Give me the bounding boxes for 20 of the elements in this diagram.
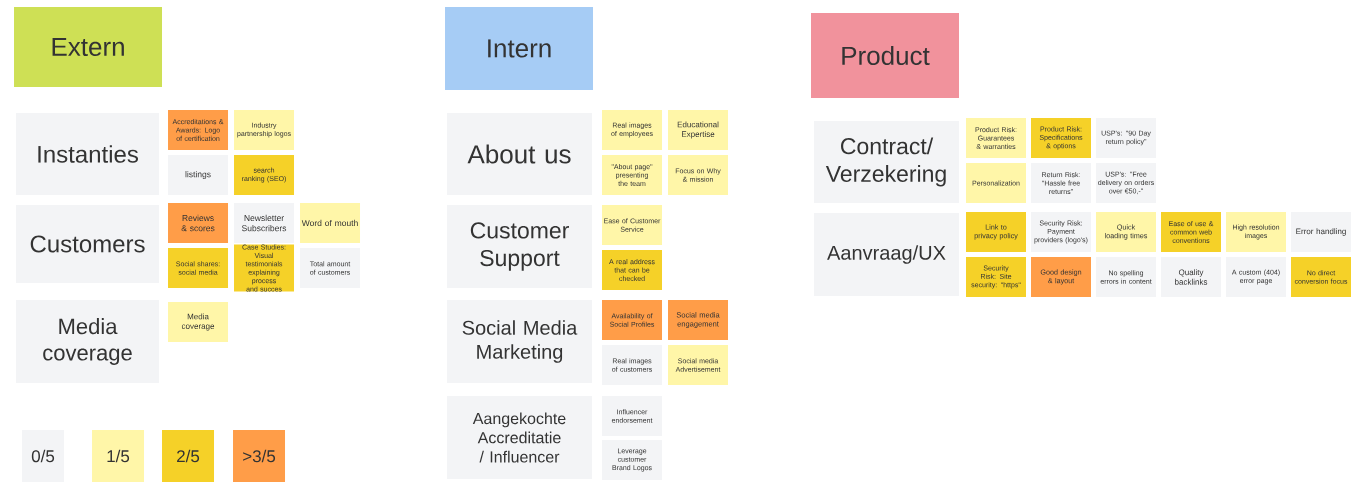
category-box: Aanvraag/UX xyxy=(814,213,959,296)
category-box: Customer Support xyxy=(447,205,592,288)
sticky-note: Word of mouth xyxy=(300,203,360,243)
category-box: Contract/ Verzekering xyxy=(814,121,959,203)
sticky-note: Newsletter Subscribers xyxy=(234,203,294,243)
heading-box: Product xyxy=(811,13,959,98)
sticky-note: listings xyxy=(168,155,228,195)
category-box: Media coverage xyxy=(16,300,159,383)
category-box: About us xyxy=(447,113,592,195)
category-box: Social Media Marketing xyxy=(447,300,592,383)
category-box: Instanties xyxy=(16,113,159,195)
category-box: Customers xyxy=(16,205,159,283)
heading-box: Extern xyxy=(14,7,162,87)
heading-box: Intern xyxy=(445,7,593,90)
sticky-note: Media coverage xyxy=(168,302,228,342)
sticky-note: Educational Expertise xyxy=(668,110,728,150)
sticky-note: Reviews & scores xyxy=(168,203,228,243)
sticky-note: Error handling xyxy=(1291,212,1351,252)
sticky-note: Quality backlinks xyxy=(1161,257,1221,297)
category-box: Aangekochte Accreditatie / Influencer xyxy=(447,396,592,479)
